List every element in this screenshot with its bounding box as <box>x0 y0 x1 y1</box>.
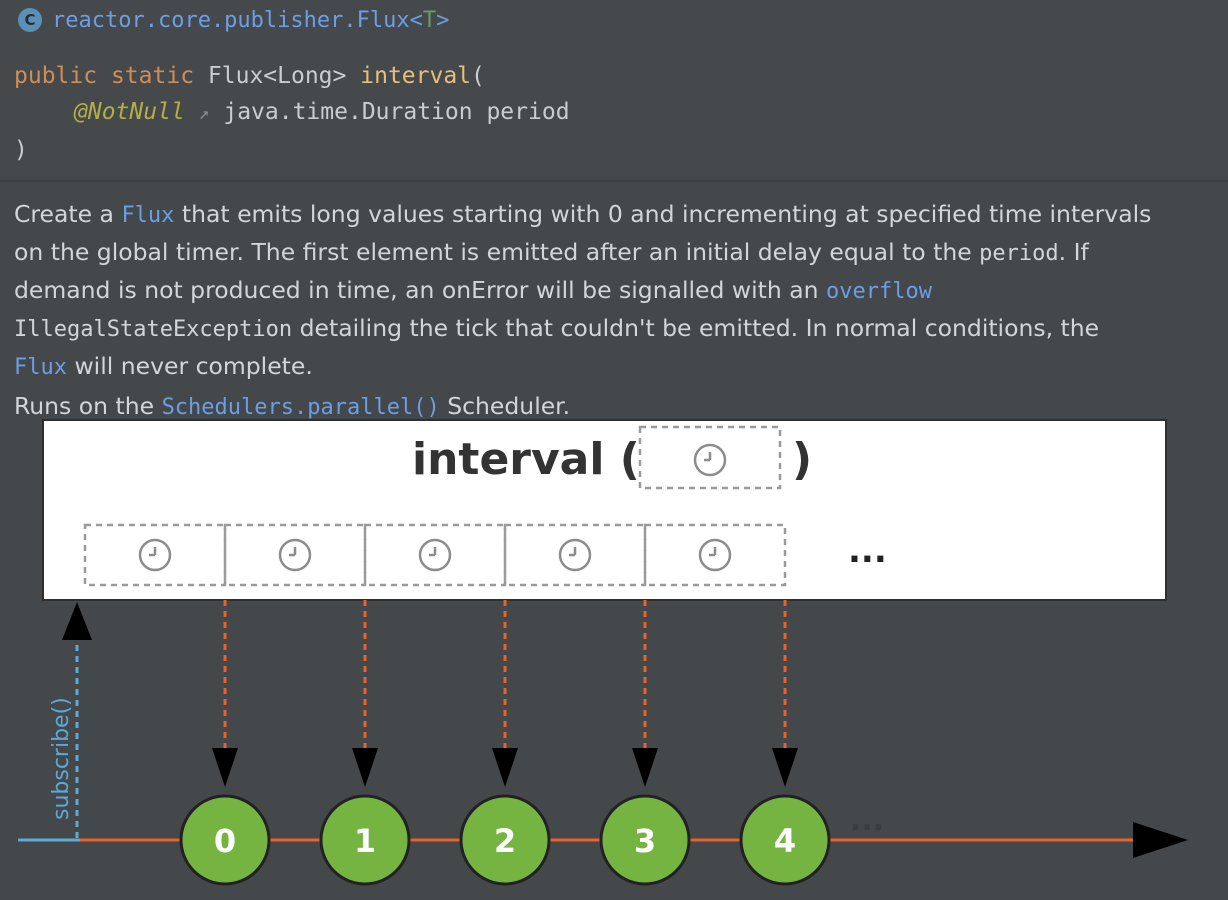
signature-header: C reactor.core.publisher.Flux<T> public … <box>0 0 1228 180</box>
tick-box <box>503 523 647 587</box>
param-name: period <box>486 99 570 125</box>
operator-title: interval ( <box>412 434 640 485</box>
tick-box <box>83 523 227 587</box>
description: Create a Flux that emits long values sta… <box>14 196 1214 426</box>
desc-text: . If <box>1058 238 1089 266</box>
desc-text: detailing the tick that couldn't be emit… <box>292 314 1100 342</box>
desc-text: demand is not produced in time, an onErr… <box>14 276 826 304</box>
open-paren: ( <box>471 63 485 89</box>
close-paren: ) <box>14 137 28 163</box>
marble-label: 4 <box>774 822 796 860</box>
desc-text: will never complete. <box>66 352 313 380</box>
marble-label: 0 <box>214 822 236 860</box>
method-name: interval <box>360 63 472 89</box>
class-name[interactable]: reactor.core.publisher.Flux< <box>52 7 423 33</box>
period-code: period <box>979 241 1059 266</box>
desc-text: Scheduler. <box>439 392 571 420</box>
period-clock-icon <box>693 443 727 477</box>
schedulers-link[interactable]: Schedulers.parallel() <box>161 395 440 420</box>
overflow-link[interactable]: overflow <box>825 279 932 304</box>
external-link-icon[interactable]: ↗ <box>198 103 210 124</box>
tick-clock-icon <box>418 538 452 572</box>
tick-clock-icon <box>138 538 172 572</box>
class-generic-close: > <box>436 7 450 33</box>
timeline-ellipsis: ... <box>850 803 884 838</box>
class-path: C reactor.core.publisher.Flux<T> <box>18 6 449 34</box>
marble <box>459 794 551 886</box>
flux-link[interactable]: Flux <box>121 203 175 228</box>
class-icon: C <box>18 8 42 32</box>
tick-box <box>363 523 507 587</box>
ticks-ellipsis: ... <box>848 531 887 571</box>
flux-link-2[interactable]: Flux <box>14 355 67 380</box>
emission-arrowhead <box>772 748 798 787</box>
operator-close-paren: ) <box>792 434 812 485</box>
class-name-link[interactable]: reactor.core.publisher.Flux<T> <box>52 8 449 33</box>
marble <box>739 794 831 886</box>
emission-arrowhead <box>632 748 658 787</box>
param-type: java.time.Duration <box>223 99 473 125</box>
desc-text: Create a <box>14 200 122 228</box>
tick-box <box>223 523 367 587</box>
marble-label: 3 <box>634 822 656 860</box>
desc-text: that emits long values starting with 0 a… <box>174 200 1152 228</box>
desc-text: Runs on the <box>14 392 162 420</box>
emission-arrowhead <box>352 748 378 787</box>
tick-box <box>643 523 787 587</box>
annotation-notnull[interactable]: @NotNull <box>74 99 185 125</box>
timeline-arrowhead <box>1133 822 1188 858</box>
method-signature: public static Flux<Long> interval( @NotN… <box>14 58 570 168</box>
marble <box>599 794 691 886</box>
exception-code: IllegalStateException <box>14 317 293 342</box>
tick-clock-icon <box>558 538 592 572</box>
tick-boxes <box>83 523 787 587</box>
period-slot <box>638 425 782 490</box>
divider <box>0 180 1228 182</box>
kw-static: static <box>110 63 195 89</box>
desc-text: on the global timer. The first element i… <box>14 238 980 266</box>
emission-arrowhead <box>492 748 518 787</box>
kw-public: public <box>14 63 98 89</box>
emission-arrowhead <box>212 748 238 787</box>
class-generic: T <box>422 7 437 33</box>
tick-clock-icon <box>278 538 312 572</box>
operator-box <box>42 419 1167 601</box>
marble-label: 1 <box>354 822 376 860</box>
tick-clock-icon <box>698 538 732 572</box>
subscribe-arrowhead <box>62 602 92 640</box>
emissions: 0 1 2 3 4 <box>179 600 831 886</box>
marble <box>179 794 271 886</box>
subscribe-label: subscribe() <box>49 697 74 820</box>
return-type: Flux<Long> <box>207 63 347 89</box>
marble <box>319 794 411 886</box>
marble-label: 2 <box>494 822 516 860</box>
